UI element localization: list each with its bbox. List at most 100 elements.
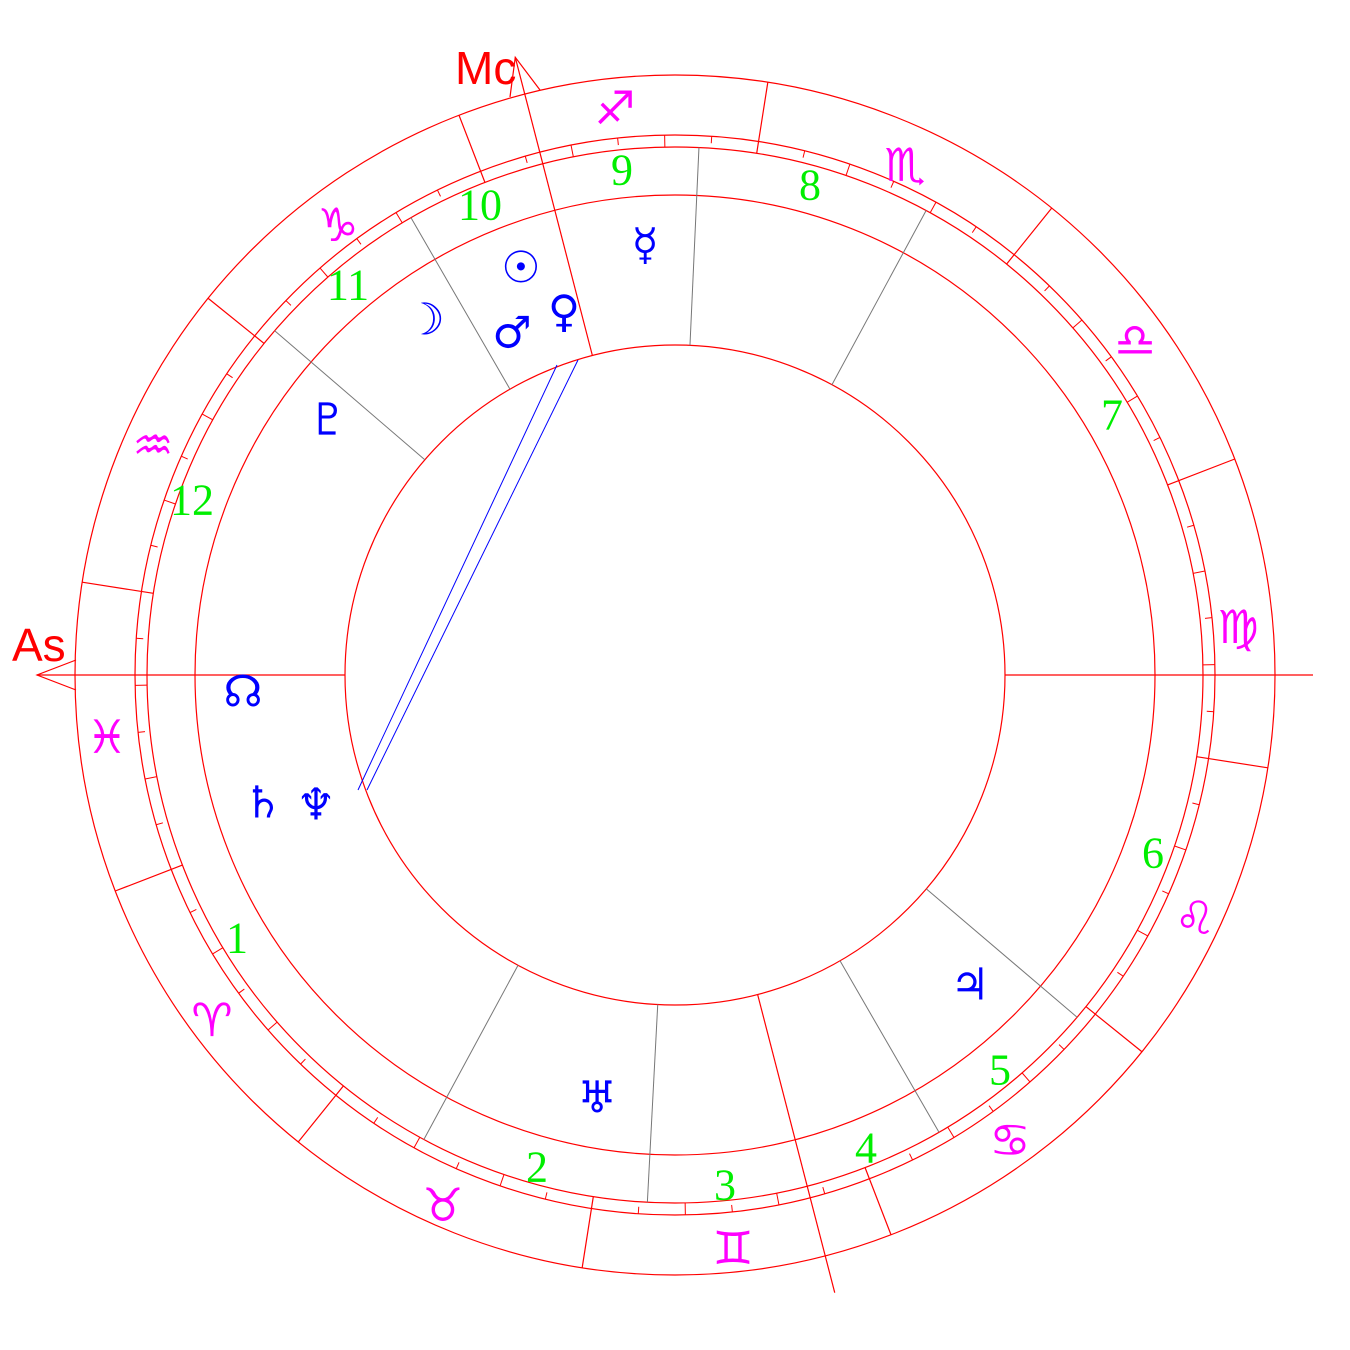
sign-cancer: ♋ (989, 1113, 1030, 1167)
planet-neptune[interactable]: ♆ (296, 780, 335, 831)
degree-tick (1204, 617, 1212, 619)
degree-tick (1192, 802, 1200, 806)
house-number-1: 1 (226, 914, 248, 963)
degree-tick (1072, 319, 1083, 329)
degree-tick (822, 1186, 826, 1194)
degree-tick (1021, 1072, 1031, 1083)
degree-tick (1186, 524, 1194, 528)
midheaven-label: Mc (455, 42, 516, 94)
sign-leo: ♌ (1174, 891, 1215, 945)
degree-tick (544, 1192, 548, 1200)
planet-pluto[interactable]: ♇ (308, 395, 347, 446)
degree-tick (776, 1193, 780, 1205)
degree-tick (802, 150, 806, 158)
sign-boundary-line (297, 1085, 344, 1143)
degree-tick (189, 909, 197, 914)
sign-boundary-line (115, 864, 183, 892)
degree-tick (731, 1204, 733, 1212)
house-number-12: 12 (170, 476, 214, 525)
sign-boundary-line (1006, 207, 1053, 265)
degree-tick (971, 226, 977, 233)
degree-tick (436, 189, 441, 197)
degree-tick (395, 212, 403, 224)
house-number-6: 6 (1142, 829, 1164, 878)
degree-tick (300, 1058, 306, 1065)
sign-gemini: ♊ (712, 1221, 753, 1275)
degree-tick (226, 373, 233, 379)
house-cusp-line (689, 147, 700, 346)
degree-tick (1044, 285, 1050, 292)
planet-saturn[interactable]: ♄ (243, 778, 282, 829)
degree-tick (617, 138, 619, 146)
degree-tick (909, 1153, 914, 1161)
midheaven-axis-line (514, 57, 593, 356)
degree-tick (1153, 436, 1161, 441)
imum-coeli-axis-line (757, 994, 836, 1293)
degree-tick (455, 1162, 460, 1169)
house-number-11: 11 (327, 261, 369, 310)
degree-tick (413, 1137, 421, 1148)
degree-tick (499, 1174, 505, 1187)
planet-jupiter[interactable]: ♃ (950, 960, 989, 1011)
degree-tick (138, 731, 146, 733)
house-cusp-line (274, 330, 426, 461)
degree-tick (145, 776, 157, 780)
degree-tick (373, 1117, 379, 1124)
sign-boundary-line (864, 1167, 892, 1235)
planet-mars[interactable]: ♂ (492, 308, 531, 359)
degree-tick (356, 238, 362, 245)
planet-moon[interactable]: ☽ (405, 295, 444, 346)
degree-tick (1117, 971, 1124, 977)
degree-tick (285, 300, 292, 306)
chart-lines (35, 55, 1313, 1293)
house-cusp-line (839, 960, 940, 1133)
house-number-4: 4 (855, 1124, 877, 1173)
house-number-7: 7 (1101, 391, 1123, 440)
sign-boundary-line (1167, 458, 1235, 486)
sign-sagittarius: ♐ (594, 81, 635, 135)
house-number-3: 3 (714, 1161, 736, 1210)
house-number-5: 5 (989, 1046, 1011, 1095)
planet-uranus[interactable]: ♅ (577, 1073, 616, 1124)
sign-boundary-line (207, 297, 265, 344)
sign-pisces: ♓ (86, 710, 127, 764)
house-cusp-line (925, 888, 1078, 1018)
midheaven-arrow-icon (509, 55, 541, 98)
sign-capricorn: ♑ (317, 198, 358, 252)
house-cusp-line (410, 217, 511, 390)
planet-mercury[interactable]: ☿ (631, 220, 658, 271)
house-cusp-line (831, 210, 927, 385)
ascendant-arrow-icon (35, 659, 77, 691)
degree-tick (1137, 929, 1148, 937)
degree-tick (570, 145, 574, 157)
house-number-2: 2 (526, 1143, 548, 1192)
ascendant-label: As (12, 619, 66, 671)
sign-libra: ♎ (1114, 313, 1155, 367)
degree-tick (524, 156, 528, 164)
house-cusp-line (646, 1004, 659, 1203)
planet-north-node[interactable]: ☊ (223, 667, 262, 718)
house-cusp-line (423, 965, 519, 1140)
planet-sun[interactable]: ☉ (501, 243, 540, 294)
degree-tick (202, 413, 213, 421)
house-number-9: 9 (611, 146, 633, 195)
degree-tick (163, 499, 176, 505)
degree-tick (150, 544, 158, 548)
degree-tick (156, 822, 164, 826)
degree-tick (1162, 890, 1169, 895)
degree-tick (845, 163, 851, 176)
planet-venus[interactable]: ♀ (548, 287, 580, 338)
sign-virgo: ♍ (1217, 600, 1258, 654)
degree-tick (181, 455, 188, 460)
sign-boundary-line (1085, 1006, 1143, 1053)
degree-tick (929, 202, 937, 213)
degree-tick (1193, 570, 1205, 574)
degree-tick (890, 181, 895, 188)
degree-tick (1105, 356, 1112, 362)
degree-tick (1174, 845, 1187, 851)
degree-tick (988, 1105, 994, 1112)
sign-scorpio: ♏ (884, 138, 925, 192)
house-number-8: 8 (799, 161, 821, 210)
degree-tick (212, 947, 224, 955)
